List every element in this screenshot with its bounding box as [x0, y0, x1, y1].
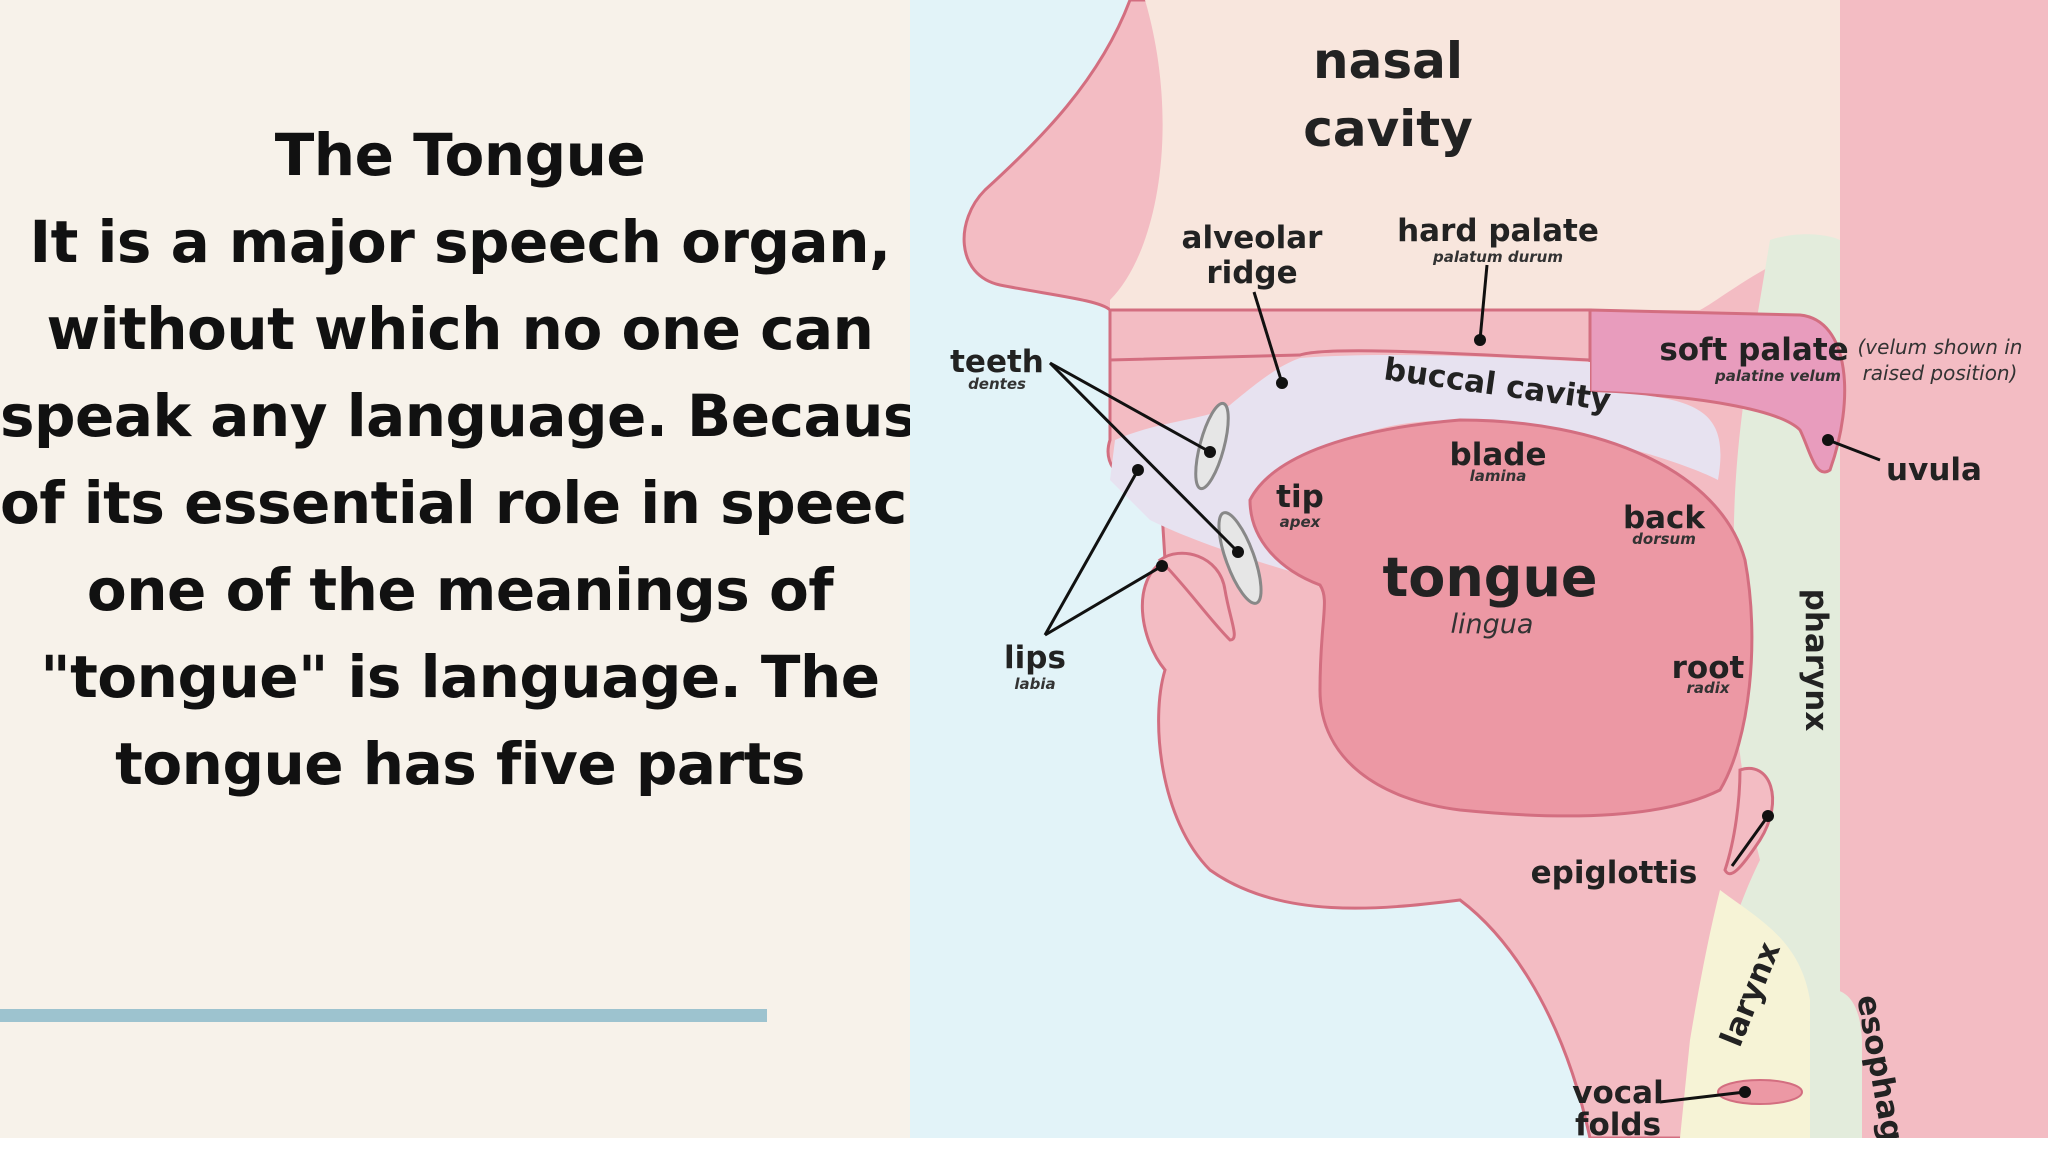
tip-latin: apex	[1280, 513, 1322, 531]
tongue-label: tongue	[1382, 546, 1597, 609]
lower-lip	[1157, 551, 1236, 642]
tongue-latin: lingua	[1451, 609, 1534, 640]
hard-palate-pointer	[1478, 264, 1489, 341]
bottom-strip	[0, 1138, 2048, 1152]
lower-tooth	[1217, 511, 1263, 605]
pharynx-label: pharynx	[1798, 589, 1834, 732]
alveolar-ridge-label: alveolar	[1182, 220, 1324, 256]
teeth-pointer-upper	[1049, 361, 1211, 454]
nasal-cavity-label: cavity	[1303, 100, 1473, 158]
epiglottis-pointer	[1730, 815, 1770, 867]
nasal-cavity-region	[1110, 0, 1840, 310]
body-line: without which no one can	[46, 295, 874, 363]
pharynx-region	[1690, 234, 1840, 1138]
accent-bar	[0, 1009, 767, 1022]
slide-title: The Tongue	[274, 121, 646, 189]
vocal-folds-pointer	[1659, 1090, 1746, 1104]
uvula-label: uvula	[1886, 452, 1982, 488]
back-label: back	[1623, 500, 1706, 536]
body-line: "tongue" is language. The	[40, 643, 880, 711]
vocal-folds-label: folds	[1575, 1107, 1661, 1138]
lips-latin: labia	[1014, 675, 1055, 693]
teeth-pointer-lower	[1048, 361, 1240, 554]
slide-text: The Tongue It is a major speech organ, w…	[0, 112, 970, 808]
blade-label: blade	[1450, 437, 1547, 473]
soft-palate-latin: palatine velum	[1714, 367, 1841, 385]
mouth-anatomy-diagram: nasal cavity alveolar ridge hard palate …	[910, 0, 2048, 1138]
alveolar-ridge-label: ridge	[1206, 255, 1297, 291]
body-line: of its essential role in speech,	[0, 469, 970, 537]
palate-band	[1108, 308, 1592, 362]
velum-note: (velum shown in	[1858, 335, 2023, 359]
lips-pointer-lower	[1044, 564, 1163, 637]
teeth-latin: dentes	[968, 375, 1026, 393]
upper-tooth	[1194, 401, 1230, 491]
epiglottis-label: epiglottis	[1531, 855, 1698, 891]
pointer-dots	[1132, 334, 1834, 1098]
root-label: root	[1672, 650, 1745, 686]
root-latin: radix	[1686, 679, 1730, 697]
vocal-folds-label: vocal	[1572, 1075, 1663, 1111]
back-latin: dorsum	[1632, 530, 1696, 548]
body-line: It is a major speech organ,	[29, 208, 891, 276]
body-line: tongue has five parts	[115, 730, 805, 798]
soft-palate-label: soft palate	[1659, 332, 1848, 368]
text-panel: The Tongue It is a major speech organ, w…	[0, 0, 970, 1152]
body-line: speak any language. Because	[0, 382, 956, 450]
hard-palate-latin: palatum durum	[1432, 248, 1563, 266]
uvula-pointer	[1827, 438, 1881, 462]
lips-label: lips	[1004, 640, 1066, 676]
alveolar-pointer	[1252, 291, 1284, 384]
blade-latin: lamina	[1470, 467, 1527, 485]
epiglottis-shape	[1723, 767, 1775, 876]
larynx-region	[1680, 890, 1810, 1138]
esophagus-region	[1819, 989, 1862, 1138]
hard-palate-label: hard palate	[1397, 213, 1599, 249]
nasal-cavity-label: nasal	[1313, 32, 1463, 90]
tip-label: tip	[1276, 479, 1324, 515]
body-line: one of the meanings of	[86, 556, 834, 624]
teeth-label: teeth	[950, 344, 1044, 380]
pointer-lines	[1043, 264, 1881, 1104]
lips-pointer-upper	[1043, 469, 1140, 636]
tongue-region	[1248, 418, 1754, 818]
soft-palate-region	[1588, 308, 1847, 474]
vocal-fold-shape	[1717, 1079, 1803, 1105]
neck-back	[1840, 0, 2048, 1138]
velum-note: raised position)	[1863, 361, 2018, 385]
